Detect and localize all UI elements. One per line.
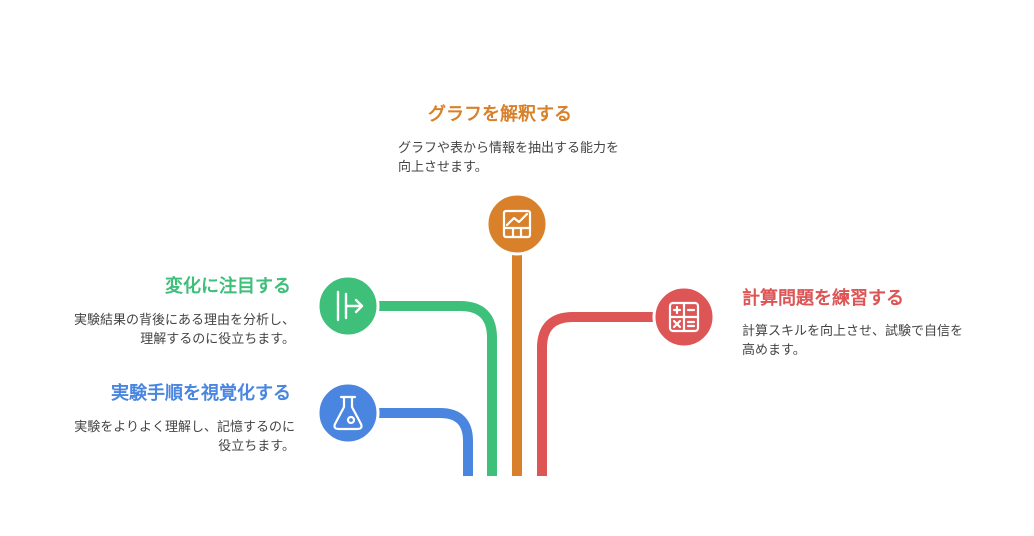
- visualize-description: 実験をよりよく理解し、記憶するのに役立ちます。: [74, 420, 295, 454]
- flask-icon: [333, 395, 363, 431]
- chart-icon: [502, 209, 532, 239]
- calc-description: 計算スキルを向上させ、試験で自信を高めます。: [742, 324, 964, 358]
- change-title: 変化に注目する: [165, 276, 291, 297]
- split-arrow-icon: [336, 290, 364, 322]
- graph-title: グラフを解釈する: [428, 104, 572, 125]
- calculator-icon: [668, 301, 700, 333]
- connector-calc: [537, 312, 684, 476]
- visualize-title: 実験手順を視覚化する: [111, 383, 291, 404]
- graph-description: グラフや表から情報を抽出する能力を向上させます。: [398, 141, 620, 175]
- connector-visualize: [348, 408, 473, 476]
- node-visualize: [316, 381, 380, 445]
- node-calc: [652, 285, 716, 349]
- change-description: 実験結果の背後にある理由を分析し、理解するのに役立ちます。: [73, 313, 295, 347]
- node-change: [316, 274, 380, 338]
- node-graph: [485, 192, 549, 256]
- connector-change: [348, 301, 497, 476]
- calc-title: 計算問題を練習する: [742, 288, 904, 309]
